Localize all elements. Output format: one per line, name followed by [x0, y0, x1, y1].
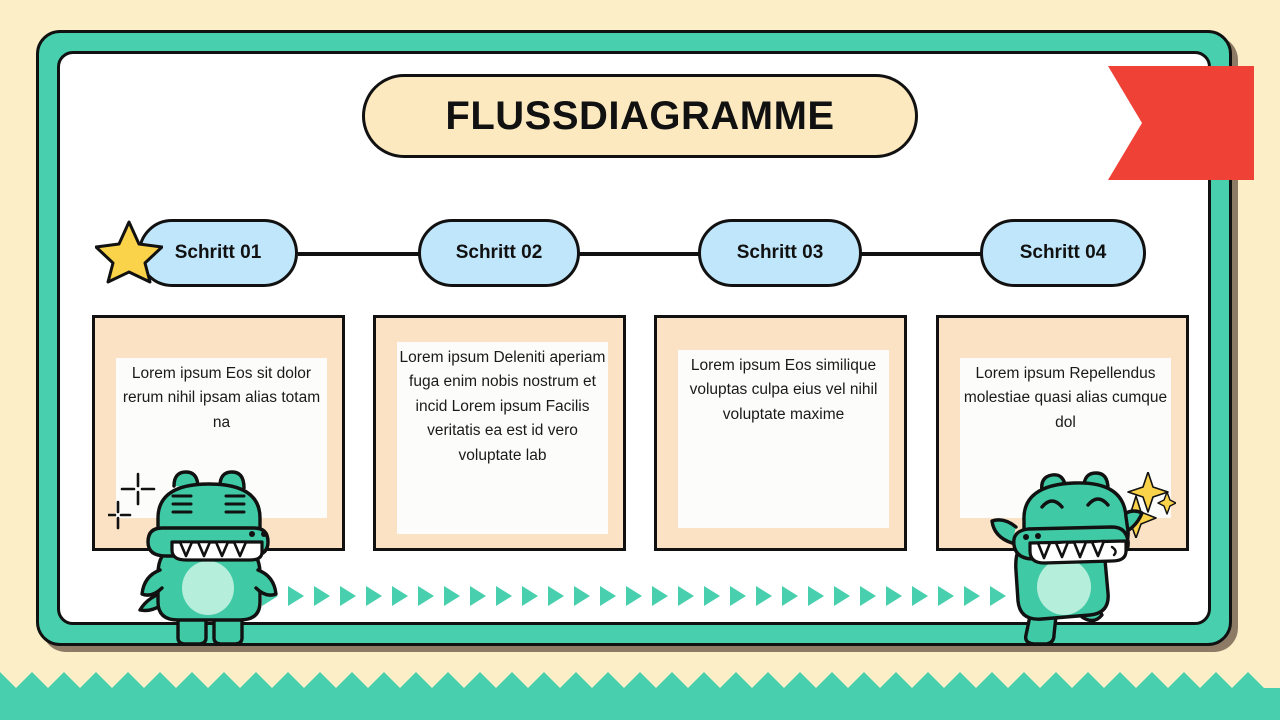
step-label-2: Schritt 02: [455, 242, 543, 263]
red-ribbon-icon: [1108, 66, 1254, 180]
step-connector-2: [578, 252, 700, 256]
card-4-text: Lorem ipsum Repellendus molestiae quasi …: [963, 365, 1168, 431]
arrow-strip-icon: [262, 586, 1006, 606]
crocodile-mascot-right: [990, 471, 1144, 645]
card-1-text: Lorem ipsum Eos sit dolor rerum nihil ip…: [122, 365, 321, 431]
card-2-text: Lorem ipsum Deleniti aperiam fuga enim n…: [399, 349, 606, 464]
card-1: Lorem ipsum Eos sit dolor rerum nihil ip…: [92, 315, 345, 551]
step-connector-3: [858, 252, 984, 256]
step-label-3: Schritt 03: [736, 242, 824, 263]
steps-row: Schritt 01 Schritt 02 Schritt 03 Schritt…: [0, 219, 1280, 289]
slide-title-pill: FLUSSDIAGRAMME: [362, 74, 918, 158]
card-3: Lorem ipsum Eos similique voluptas culpa…: [654, 315, 907, 551]
sparkle-cross-icon: [108, 472, 156, 530]
card-2-textbox: Lorem ipsum Deleniti aperiam fuga enim n…: [397, 342, 608, 534]
card-2: Lorem ipsum Deleniti aperiam fuga enim n…: [373, 315, 626, 551]
crocodile-mascot-left: [138, 470, 278, 645]
page-title: FLUSSDIAGRAMME: [445, 93, 835, 138]
star-icon: [95, 220, 163, 284]
zigzag-border: [0, 672, 1280, 720]
step-pill-1[interactable]: Schritt 01: [138, 219, 298, 287]
step-pill-3[interactable]: Schritt 03: [698, 219, 862, 287]
cards-row: Lorem ipsum Eos sit dolor rerum nihil ip…: [0, 315, 1280, 551]
step-pill-4[interactable]: Schritt 04: [980, 219, 1146, 287]
card-3-text: Lorem ipsum Eos similique voluptas culpa…: [689, 357, 878, 423]
step-label-4: Schritt 04: [1019, 242, 1107, 263]
card-3-textbox: Lorem ipsum Eos similique voluptas culpa…: [678, 350, 889, 528]
step-label-1: Schritt 01: [174, 242, 262, 263]
step-connector-1: [298, 252, 420, 256]
step-pill-2[interactable]: Schritt 02: [418, 219, 580, 287]
